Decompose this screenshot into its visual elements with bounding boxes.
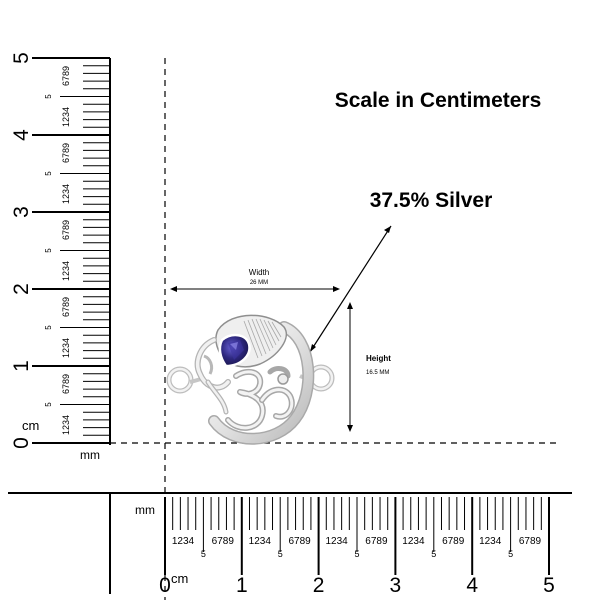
horizontal-mm-digits: 1234 xyxy=(172,536,195,547)
vertical-mm-five: 5 xyxy=(44,248,53,253)
horizontal-cm-number: 4 xyxy=(466,574,478,597)
vertical-mm-digits: 1234 xyxy=(61,184,71,204)
vertical-cm-number: 5 xyxy=(10,52,33,64)
height-label: Height xyxy=(366,354,391,363)
horizontal-unit-cm: cm xyxy=(171,571,188,586)
width-value: 26 MM xyxy=(250,280,268,286)
horizontal-mm-five: 5 xyxy=(431,549,436,559)
vertical-mm-digits: 6789 xyxy=(61,374,71,394)
vertical-mm-five: 5 xyxy=(44,171,53,176)
vertical-mm-five: 5 xyxy=(44,94,53,99)
vertical-mm-digits: 6789 xyxy=(61,297,71,317)
horizontal-cm-number: 2 xyxy=(313,574,325,597)
vertical-cm-number: 0 xyxy=(10,437,33,449)
horizontal-mm-digits: 1234 xyxy=(249,536,272,547)
horizontal-mm-digits: 1234 xyxy=(402,536,425,547)
height-arrowhead-bottom xyxy=(347,425,353,432)
horizontal-mm-digits: 6789 xyxy=(365,536,388,547)
width-arrowhead-left xyxy=(170,286,177,292)
horizontal-mm-digits: 1234 xyxy=(479,536,502,547)
vertical-mm-digits: 1234 xyxy=(61,415,71,435)
horizontal-cm-number: 5 xyxy=(543,574,555,597)
vertical-mm-digits: 1234 xyxy=(61,338,71,358)
vertical-mm-digits: 6789 xyxy=(61,220,71,240)
vertical-cm-number: 1 xyxy=(10,360,33,372)
vertical-unit-mm: mm xyxy=(80,448,100,462)
horizontal-cm-number: 0 xyxy=(159,574,171,597)
pendant-illustration xyxy=(166,314,335,445)
width-label: Width xyxy=(249,268,269,277)
horizontal-mm-digits: 1234 xyxy=(325,536,348,547)
horizontal-mm-digits: 6789 xyxy=(519,536,542,547)
vertical-mm-digits: 1234 xyxy=(61,107,71,127)
vertical-cm-number: 3 xyxy=(10,206,33,218)
material-pointer-line xyxy=(309,225,392,353)
horizontal-cm-number: 1 xyxy=(236,574,248,597)
material-pointer-arrowhead-top xyxy=(384,226,391,233)
vertical-mm-five: 5 xyxy=(44,402,53,407)
vertical-mm-digits: 6789 xyxy=(61,143,71,163)
horizontal-mm-five: 5 xyxy=(201,549,206,559)
horizontal-mm-five: 5 xyxy=(508,549,513,559)
vertical-cm-number: 4 xyxy=(10,129,33,141)
material-pointer-arrowhead-bottom xyxy=(310,344,316,352)
height-value: 16.5 MM xyxy=(366,370,389,376)
horizontal-unit-mm: mm xyxy=(135,503,155,517)
vertical-mm-five: 5 xyxy=(44,325,53,330)
horizontal-mm-five: 5 xyxy=(278,549,283,559)
vertical-cm-number: 2 xyxy=(10,283,33,295)
om-dot xyxy=(277,373,289,385)
horizontal-mm-digits: 6789 xyxy=(288,536,311,547)
horizontal-mm-five: 5 xyxy=(354,549,359,559)
width-arrowhead-right xyxy=(333,286,340,292)
material-label: 37.5% Silver xyxy=(370,189,493,212)
vertical-ruler: 1234567891234567891234567891234567891234… xyxy=(10,52,111,449)
height-arrowhead-top xyxy=(347,302,353,309)
vertical-mm-digits: 6789 xyxy=(61,66,71,86)
vertical-mm-digits: 1234 xyxy=(61,261,71,281)
horizontal-mm-digits: 6789 xyxy=(212,536,235,547)
vertical-unit-cm: cm xyxy=(22,418,39,433)
scale-title: Scale in Centimeters xyxy=(335,89,542,112)
horizontal-mm-digits: 6789 xyxy=(442,536,465,547)
horizontal-cm-number: 3 xyxy=(390,574,402,597)
